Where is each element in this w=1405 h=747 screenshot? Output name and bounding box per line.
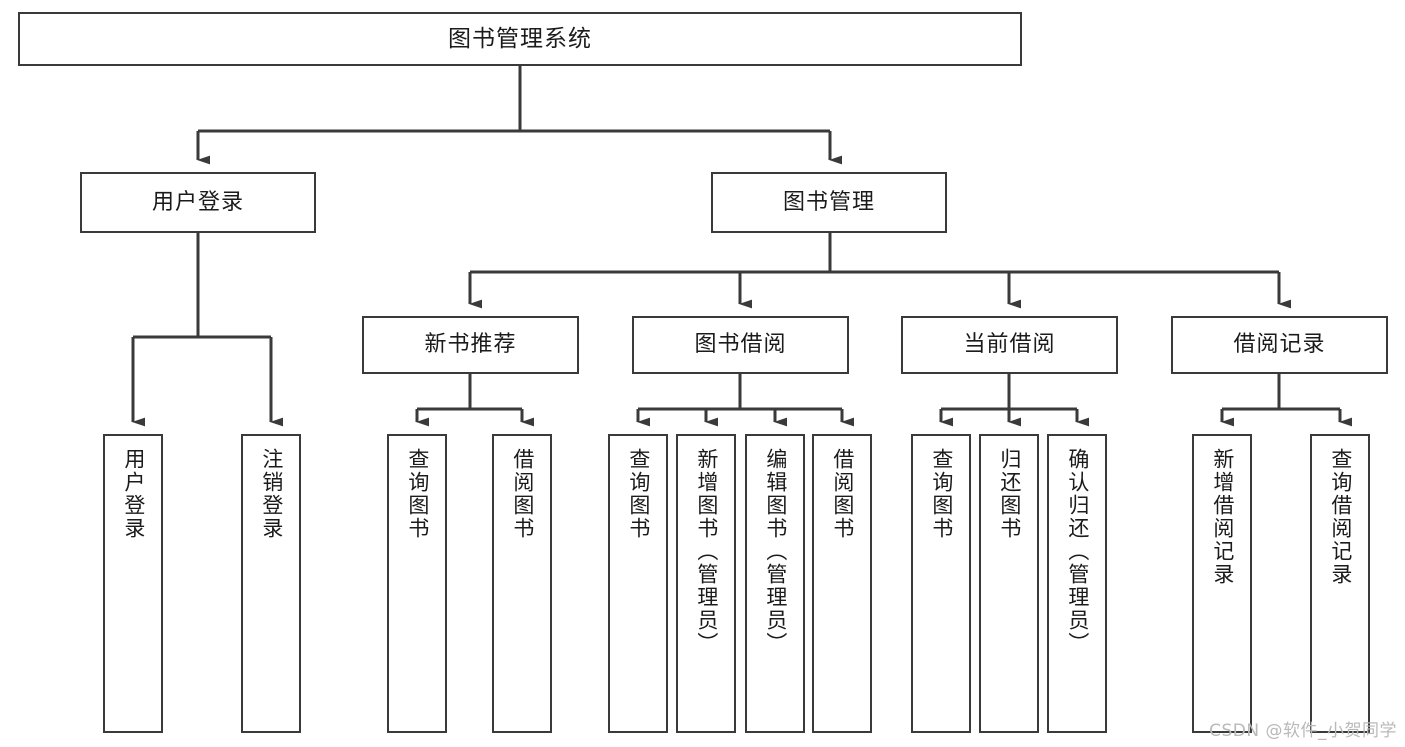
- node-label: 新增借阅记录: [1210, 448, 1235, 586]
- node-label: 当前借阅: [963, 332, 1056, 358]
- leaf-query-book-borrow[interactable]: 查询图书: [608, 434, 668, 733]
- watermark: CSDN @软件_小贺同学: [1209, 721, 1397, 741]
- node-root-system[interactable]: 图书管理系统: [18, 12, 1022, 66]
- node-label: 图书借阅: [694, 332, 787, 358]
- node-book-borrow[interactable]: 图书借阅: [632, 316, 849, 374]
- node-label: 借阅记录: [1233, 332, 1326, 358]
- node-label: 借阅图书: [510, 448, 535, 540]
- leaf-edit-book-admin[interactable]: 编辑图书（管理员）: [745, 434, 805, 733]
- node-label: 查询借阅记录: [1328, 448, 1353, 586]
- node-borrow-record[interactable]: 借阅记录: [1171, 316, 1388, 374]
- leaf-query-borrow-record[interactable]: 查询借阅记录: [1310, 434, 1370, 733]
- leaf-query-book-recommend[interactable]: 查询图书: [387, 434, 447, 733]
- node-user-login[interactable]: 用户登录: [80, 172, 316, 233]
- node-label: 注销登录: [259, 448, 284, 540]
- leaf-logout-login[interactable]: 注销登录: [241, 434, 301, 733]
- node-label: 确认归还（管理员）: [1065, 448, 1090, 655]
- leaf-return-book[interactable]: 归还图书: [979, 434, 1039, 733]
- node-label: 用户登录: [151, 189, 244, 215]
- node-label: 借阅图书: [830, 448, 855, 540]
- node-book-management[interactable]: 图书管理: [711, 172, 947, 233]
- leaf-add-borrow-record[interactable]: 新增借阅记录: [1192, 434, 1252, 733]
- node-current-borrow[interactable]: 当前借阅: [901, 316, 1118, 374]
- leaf-query-book-current[interactable]: 查询图书: [911, 434, 971, 733]
- node-new-book-recommend[interactable]: 新书推荐: [362, 316, 579, 374]
- node-label: 归还图书: [997, 448, 1022, 540]
- leaf-confirm-return-admin[interactable]: 确认归还（管理员）: [1047, 434, 1107, 733]
- leaf-add-book-admin[interactable]: 新增图书（管理员）: [676, 434, 736, 733]
- node-label: 新书推荐: [424, 332, 517, 358]
- node-label: 查询图书: [626, 448, 651, 540]
- node-label: 新增图书（管理员）: [694, 448, 719, 655]
- node-label: 查询图书: [929, 448, 954, 540]
- leaf-borrow-book-borrow[interactable]: 借阅图书: [812, 434, 872, 733]
- node-label: 查询图书: [405, 448, 430, 540]
- node-label: 用户登录: [121, 448, 146, 540]
- node-label: 图书管理系统: [448, 25, 592, 52]
- leaf-borrow-book-recommend[interactable]: 借阅图书: [492, 434, 552, 733]
- node-label: 图书管理: [782, 189, 875, 215]
- leaf-user-login[interactable]: 用户登录: [103, 434, 163, 733]
- node-label: 编辑图书（管理员）: [763, 448, 788, 655]
